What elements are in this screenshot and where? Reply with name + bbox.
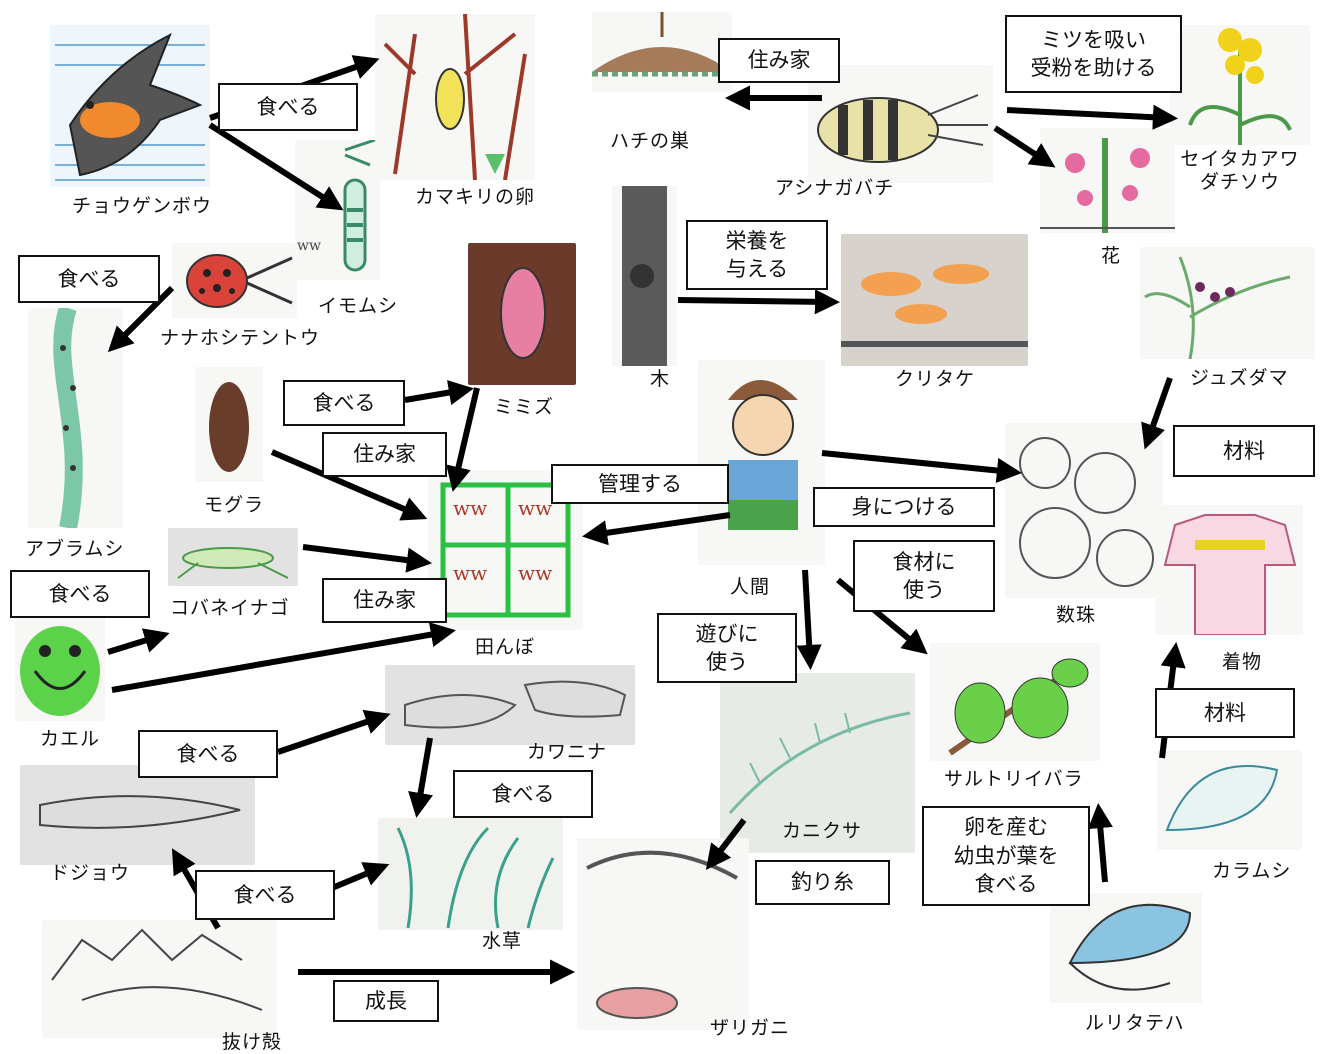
kestrel-drawing <box>50 25 210 187</box>
arrow-butterfly-greenbrier <box>1087 802 1113 883</box>
relation-label-fishing-line: 釣り糸 <box>755 860 890 905</box>
waterweed-drawing <box>378 818 563 930</box>
goldenrod-drawing <box>1170 25 1310 145</box>
label-jobs-tears: ジュズダマ <box>1190 367 1289 389</box>
svg-text:ww: ww <box>297 238 321 254</box>
relation-label-material: 材料 <box>1173 425 1315 477</box>
relation-label-eat: 食べる <box>18 255 160 303</box>
ladybug-drawing <box>172 243 297 318</box>
relation-label-eat: 食べる <box>138 730 278 778</box>
svg-text:ww: ww <box>518 496 552 520</box>
molted-shell-drawing <box>42 920 277 1038</box>
arrow-shell-waterweed <box>330 862 390 891</box>
crabgrass-fern-drawing <box>720 673 915 853</box>
aphid-drawing <box>28 308 123 528</box>
svg-text:ww: ww <box>518 561 552 585</box>
label-goldenrod: セイタカアワダチソウ <box>1180 148 1300 193</box>
arrow-tree-mushroom <box>677 289 841 315</box>
svg-text:ww: ww <box>453 496 487 520</box>
butterfly-drawing <box>1050 893 1202 1003</box>
relation-label-grow: 成長 <box>333 980 439 1022</box>
arrow-grasshopper-paddy <box>302 544 433 573</box>
relation-label-eat: 食べる <box>218 83 358 131</box>
mole-drawing <box>195 367 263 482</box>
earthworm-drawing <box>468 243 576 385</box>
arrow-frog-grasshopper <box>107 628 170 655</box>
label-human: 人間 <box>730 576 771 598</box>
relation-label-play: 遊びに 使う <box>657 613 797 683</box>
relation-label-lay-eggs: 卵を産む 幼虫が葉を 食べる <box>922 806 1090 906</box>
relation-label-eat: 食べる <box>453 770 593 818</box>
label-wasp-nest: ハチの巣 <box>610 130 691 152</box>
flower-drawing <box>1040 128 1175 233</box>
label-fern: カニクサ <box>782 820 863 842</box>
label-mushroom: クリタケ <box>895 368 976 390</box>
greenbrier-drawing <box>930 643 1100 761</box>
loach-drawing <box>20 765 255 865</box>
arrow-wasp-goldenrod <box>1006 104 1179 130</box>
arrow-mole-worm <box>404 380 474 405</box>
snail-drawing <box>385 665 635 745</box>
relation-label-habitat: 住み家 <box>322 578 447 623</box>
label-mantis-egg: カマキリの卵 <box>415 186 536 208</box>
label-paper-wasp: アシナガバチ <box>775 177 895 199</box>
label-prayer-beads: 数珠 <box>1056 604 1097 626</box>
label-crayfish: ザリガニ <box>710 1017 791 1039</box>
relation-label-eat: 食べる <box>10 570 150 618</box>
svg-text:ww: ww <box>453 561 487 585</box>
label-loach: ドジョウ <box>50 862 131 884</box>
relation-label-eat: 食べる <box>195 870 335 920</box>
relation-label-habitat: 住み家 <box>322 432 447 477</box>
relation-label-material: 材料 <box>1155 688 1295 738</box>
grasshopper-drawing <box>168 528 298 586</box>
prayer-beads-drawing <box>1005 423 1163 598</box>
label-butterfly: ルリタテハ <box>1085 1012 1185 1034</box>
label-rice-paddy: 田んぼ <box>475 636 536 658</box>
arrow-worm-paddy <box>446 387 480 492</box>
label-mole: モグラ <box>204 494 265 516</box>
mantis-egg-drawing <box>375 14 535 180</box>
relation-label-pollinate: ミツを吸い 受粉を助ける <box>1005 15 1182 93</box>
jobs-tears-drawing <box>1140 247 1315 359</box>
caterpillar-drawing: ww <box>295 140 380 280</box>
frog-drawing <box>15 616 105 721</box>
relation-label-eat: 食べる <box>283 380 405 426</box>
paper-wasp-drawing <box>808 65 993 183</box>
label-flower: 花 <box>1101 245 1122 267</box>
relation-label-wear: 身につける <box>813 487 995 527</box>
label-ramie: カラムシ <box>1212 860 1292 882</box>
label-grasshopper: コバネイナゴ <box>170 597 290 619</box>
relation-label-nourish: 栄養を 与える <box>686 220 828 290</box>
label-waterweed: 水草 <box>482 930 523 952</box>
label-kestrel: チョウゲンボウ <box>72 195 213 217</box>
label-aphid: アブラムシ <box>25 538 125 560</box>
relation-label-manage: 管理する <box>551 464 729 504</box>
relation-label-habitat: 住み家 <box>718 38 840 83</box>
label-frog: カエル <box>40 728 101 750</box>
arrow-human-beads <box>821 450 1023 484</box>
mushroom-drawing <box>841 234 1028 366</box>
crayfish-drawing <box>577 838 749 1030</box>
wasp-nest-drawing <box>592 12 732 92</box>
label-tree: 木 <box>650 368 671 390</box>
label-caterpillar: イモムシ <box>318 295 399 317</box>
label-greenbrier: サルトリイバラ <box>944 768 1084 790</box>
label-ladybug: ナナホシテントウ <box>160 327 321 349</box>
arrow-loach-snail <box>277 709 391 755</box>
arrow-human-fern <box>796 569 822 671</box>
label-earthworm: ミミズ <box>494 396 555 418</box>
ramie-drawing <box>1157 750 1302 850</box>
human-drawing <box>698 360 825 565</box>
label-snail: カワニナ <box>527 741 608 763</box>
arrow-snail-waterweed <box>408 737 433 818</box>
kimono-drawing <box>1155 505 1303 635</box>
label-kimono: 着物 <box>1222 651 1263 673</box>
relation-label-food-ingredient: 食材に 使う <box>853 540 995 612</box>
label-molted-shell: 抜け殻 <box>222 1031 283 1053</box>
tree-drawing <box>612 186 677 366</box>
